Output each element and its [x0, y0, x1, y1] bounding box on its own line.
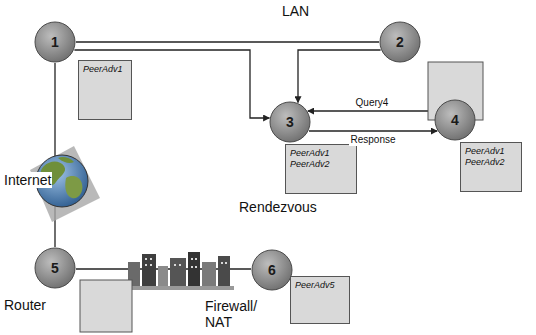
- peer-circle: 6: [251, 249, 293, 291]
- peer-number: 3: [286, 114, 294, 130]
- peer-advertisement: PeerAdv1: [83, 64, 127, 75]
- advertisement-cache-box: PeerAdv5: [290, 276, 350, 324]
- peer-number: 4: [451, 112, 459, 128]
- text-label: Internet: [3, 172, 52, 188]
- advertisement-cache-box: PeerAdv1: [78, 60, 132, 120]
- network-link: [76, 41, 379, 42]
- message-label: Query4: [354, 97, 391, 109]
- advertisement-cache-box: PeerAdv1PeerAdv2: [460, 142, 522, 192]
- peer-number: 2: [396, 34, 404, 50]
- peer-circle: 5: [34, 247, 76, 289]
- firewall-buildings: [124, 252, 234, 290]
- advertisement-cache-box: PeerAdv1PeerAdv2: [285, 144, 357, 194]
- text-label: LAN: [281, 3, 310, 19]
- empty-cache-box: [80, 280, 132, 332]
- peer-circle: 2: [379, 21, 421, 63]
- peer-advertisement: PeerAdv1: [465, 146, 517, 157]
- network-link: [298, 50, 381, 103]
- peer-number: 6: [268, 262, 276, 278]
- peer-advertisement: PeerAdv2: [465, 157, 517, 168]
- peer-circle: 1: [34, 21, 76, 63]
- peer-advertisement: PeerAdv1: [290, 148, 352, 159]
- text-label: Firewall/ NAT: [204, 298, 268, 330]
- peer-advertisement: PeerAdv5: [295, 280, 345, 291]
- message-label: Response: [349, 134, 398, 146]
- peer-circle: 4: [434, 99, 476, 141]
- network-link: [309, 130, 437, 131]
- text-label: Rendezvous: [238, 199, 318, 215]
- peer-number: 1: [51, 34, 59, 50]
- text-label: Router: [3, 297, 47, 313]
- network-link: [308, 110, 436, 111]
- peer-advertisement: PeerAdv2: [290, 159, 352, 170]
- peer-circle: 3: [269, 101, 311, 143]
- peer-number: 5: [51, 260, 59, 276]
